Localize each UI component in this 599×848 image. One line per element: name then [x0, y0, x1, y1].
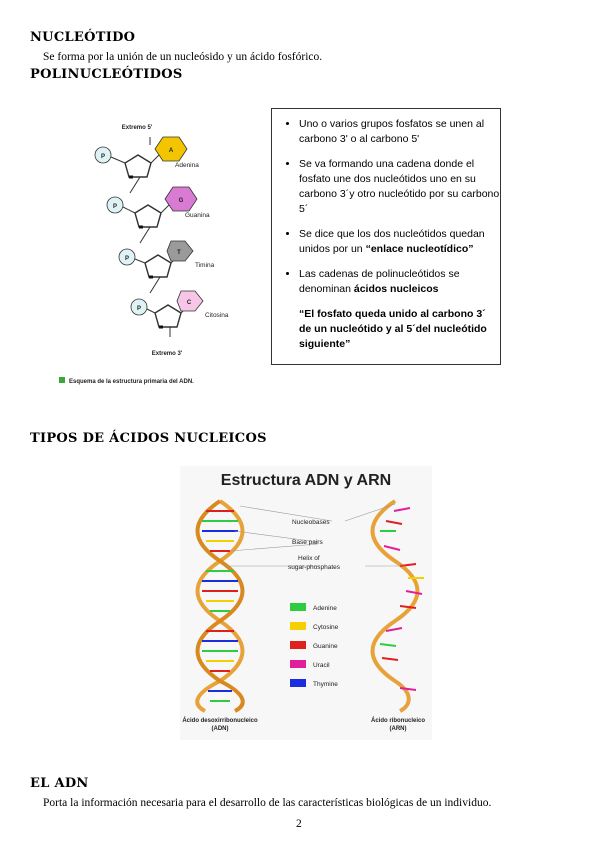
caption-marker-icon — [59, 377, 65, 383]
nucleotide-unit-3: P T Timina — [118, 240, 215, 294]
label-base-pairs: Base pairs — [292, 539, 323, 546]
sugar-ring-icon — [134, 204, 162, 228]
legend-adenine: Adenine — [313, 605, 337, 612]
heading-el-adn: EL ADN — [30, 776, 89, 791]
adn-abbrev: (ADN) — [212, 726, 229, 732]
page-number: 2 — [296, 818, 302, 830]
legend-swatch-uracil — [290, 660, 306, 668]
phosphate-label: P — [101, 154, 105, 160]
info-bullet-4: Las cadenas de polinucleótidos se denomi… — [299, 267, 500, 297]
svg-text:Guanina: Guanina — [185, 212, 210, 219]
extremo-5-label: Extremo 5' — [122, 125, 153, 131]
rna-strand-icon — [370, 499, 424, 713]
svg-text:Adenina: Adenina — [175, 162, 199, 169]
phosphate-icon — [94, 146, 112, 164]
info-bullet-3: Se dice que los dos nucleótidos quedan u… — [299, 227, 500, 257]
svg-text:P: P — [137, 306, 141, 312]
info-bullet-2: Se va formando una cadena donde el fosfa… — [299, 157, 500, 217]
legend-swatch-cytosine — [290, 622, 306, 630]
figure-caption: Esquema de la estructura primaria del AD… — [69, 379, 194, 385]
base-a-icon — [154, 136, 188, 162]
dna-helix-icon — [195, 499, 245, 713]
polynucleotide-figure: Extremo 5' P A Adenina P G Guanina P T T… — [59, 125, 229, 385]
base-t-icon — [166, 240, 194, 262]
phosphate-icon — [106, 196, 124, 214]
label-helix-1: Helix of — [298, 555, 320, 562]
svg-text:P: P — [125, 256, 129, 262]
nucleotide-unit-1: P A Adenina — [94, 136, 199, 194]
adn-arn-figure: Estructura ADN y ARN — [180, 466, 432, 740]
arn-label: Ácido ribonucleico — [371, 717, 425, 724]
base-g-icon — [164, 186, 198, 212]
svg-text:C: C — [187, 300, 192, 306]
legend-uracil: Uracil — [313, 662, 330, 669]
helix-drawing: Nucleobases Base pairs Helix of sugar-ph… — [182, 499, 425, 732]
phosphate-icon — [118, 248, 136, 266]
sugar-ring-icon — [144, 254, 172, 278]
info-bullet-1: Uno o varios grupos fosfatos se unen al … — [299, 117, 500, 147]
heading-nucleotido: NUCLEÓTIDO — [30, 30, 136, 45]
svg-text:G: G — [179, 198, 184, 204]
heading-polinucleotidos: POLINUCLEÓTIDOS — [30, 67, 183, 82]
nucleotido-definition: Se forma por la unión de un nucleósido y… — [43, 51, 323, 63]
sugar-ring-icon — [154, 304, 182, 328]
legend-swatch-thymine — [290, 679, 306, 687]
legend-thymine: Thymine — [313, 681, 338, 688]
info-quote: “El fosfato queda unido al carbono 3´ de… — [299, 308, 487, 350]
nucleotide-unit-4: P C Citosina — [130, 290, 229, 337]
extremo-3-label: Extremo 3' — [152, 351, 183, 357]
adn-definition: Porta la información necesaria para el d… — [43, 797, 492, 809]
sugar-ring-icon — [124, 154, 152, 178]
phosphate-icon — [130, 298, 148, 316]
polinucleotidos-info-box: Uno o varios grupos fosfatos se unen al … — [271, 108, 501, 365]
label-helix-2: sugar-phosphates — [288, 564, 341, 571]
figure-title: Estructura ADN y ARN — [220, 472, 392, 489]
nucleotide-unit-2: P G Guanina — [106, 186, 210, 244]
info-list: Uno o varios grupos fosfatos se unen al … — [272, 117, 500, 297]
heading-tipos-acidos: TIPOS DE ÁCIDOS NUCLEICOS — [30, 431, 267, 446]
arn-abbrev: (ARN) — [390, 726, 407, 732]
svg-text:P: P — [113, 204, 117, 210]
legend-swatch-adenine — [290, 603, 306, 611]
svg-text:A: A — [169, 148, 174, 154]
legend-swatch-guanine — [290, 641, 306, 649]
legend-cytosine: Cytosine — [313, 624, 339, 631]
adn-label: Ácido desoxirribonucleico — [182, 717, 258, 724]
legend-guanine: Guanine — [313, 643, 338, 650]
svg-text:Citosina: Citosina — [205, 312, 229, 319]
base-c-icon — [176, 290, 204, 312]
legend: Adenine Cytosine Guanine Uracil Thymine — [290, 603, 339, 688]
label-nucleobases: Nucleobases — [292, 519, 330, 526]
svg-text:T: T — [177, 250, 181, 256]
svg-text:Timina: Timina — [195, 262, 215, 269]
